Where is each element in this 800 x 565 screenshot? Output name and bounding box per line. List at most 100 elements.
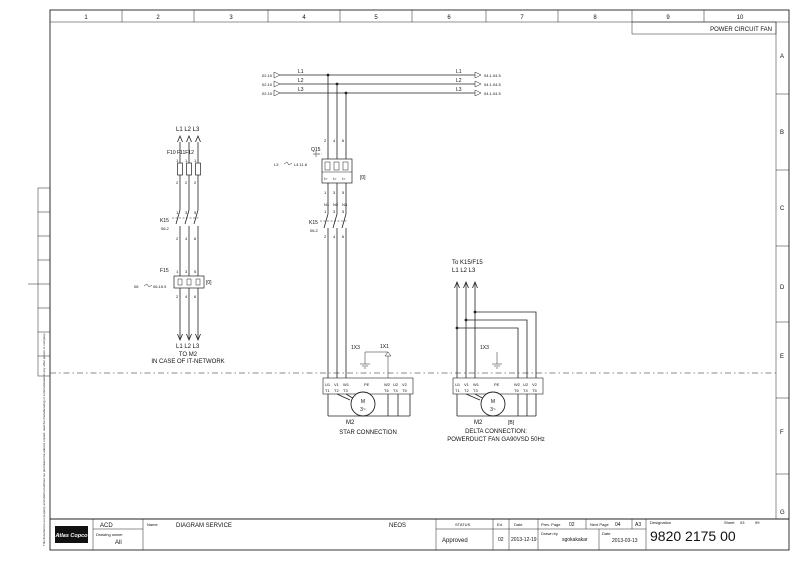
svg-text:W2: W2 [384,382,391,387]
date2-label: Date [602,531,611,536]
date2-value: 2013-03-13 [612,538,638,544]
svg-text:PE: PE [494,382,500,387]
mid-contactor-label: K15 [309,220,318,226]
mid-terminal-1: 1X3 [351,345,360,351]
ed-value: 02 [498,537,504,543]
mid-caption: STAR CONNECTION [339,430,397,436]
outer-frame [49,9,790,551]
svg-text:5: 5 [194,210,197,215]
supply-phase-out-1: L1 [456,69,462,75]
supply-ref-out-1: 04.1.04.5 [484,73,501,78]
svg-text:W2: W2 [514,382,521,387]
right-motor-phase: 3~ [490,407,496,413]
supply-phase-in-3: L3 [298,87,304,93]
supply-ref-out-3: 04.1.04.5 [484,91,501,96]
svg-text:4: 4 [185,236,188,241]
atlas-copco-logo [55,526,88,543]
svg-text:1: 1 [324,190,327,195]
supply-phase-out-2: L2 [456,78,462,84]
svg-text:2: 2 [176,294,179,299]
row-c: C [780,206,785,212]
copyright-note: This document is our property and shall … [42,333,46,546]
row-g: G [780,510,785,516]
mid-motor-symbol: M [361,399,365,405]
row-a: A [780,54,784,60]
right-mark: [B] [508,420,515,426]
breaker-ref-right: L4 11.6 [294,162,308,167]
svg-text:1: 1 [324,209,327,214]
date-label: Date [514,522,523,527]
left-relay-ref-left: 06 [134,284,139,289]
prev-page-value: 02 [569,522,575,528]
svg-text:2: 2 [194,180,197,185]
svg-text:2: 2 [176,180,179,185]
svg-text:N3: N3 [342,202,348,207]
svg-text:3: 3 [185,210,188,215]
fuse-f10 [177,162,183,176]
breaker-label: Q15 [311,147,321,153]
col-7: 7 [520,15,524,21]
col-9: 9 [666,15,670,21]
svg-text:3: 3 [333,209,336,214]
row-f: F [780,430,784,436]
svg-text:V1: V1 [464,382,470,387]
svg-text:3: 3 [185,269,188,274]
drawn-by-label: Drawn by [541,531,558,536]
row-e: E [780,354,784,360]
svg-text:4: 4 [185,294,188,299]
right-terminal: 1X3 [480,345,489,351]
left-caption-1: TO M2 [179,352,198,358]
svg-text:I>: I> [333,176,337,181]
sheet-total: 99 [755,520,760,525]
designation-value: 9820 2175 00 [650,528,736,544]
breaker-ref-left: L3 [274,162,279,167]
svg-text:1: 1 [194,158,197,163]
svg-text:2: 2 [324,138,327,143]
svg-text:1: 1 [176,210,179,215]
col-2: 2 [156,15,160,21]
svg-text:V2: V2 [532,382,538,387]
name-value: DIAGRAM SERVICE [176,523,232,529]
svg-text:T5: T5 [532,388,537,393]
title-block: Atlas Copco ACD Drawing owner All Name D… [50,518,789,550]
col-8: 8 [593,15,597,21]
svg-text:6: 6 [194,236,197,241]
supply-ref-in-1: 02.10 [262,73,273,78]
left-contactor-ref: 06.2 [161,226,170,231]
next-page-label: Next Page [590,522,609,527]
supply-ref-out-2: 04.1.04.5 [484,82,501,87]
col-6: 6 [447,15,451,21]
left-relay-mark: [0] [206,280,212,286]
row-headers: A B C D E F G [776,54,789,516]
right-caption-2: POWERDUCT FAN GA90VSD 50Hz [447,437,545,443]
right-caption-1: DELTA CONNECTION: [465,429,527,435]
row-b: B [780,130,784,136]
size-value: A3 [635,522,641,528]
svg-text:4: 4 [333,234,336,239]
column-headers: 1 2 3 4 5 6 7 8 9 10 [84,10,744,22]
col-3: 3 [229,15,233,21]
row-d: D [780,285,785,291]
next-page-value: 04 [615,522,621,528]
col-4: 4 [302,15,306,21]
drawing-owner: All [115,540,122,546]
fuse-f12 [195,162,201,176]
svg-text:1: 1 [176,158,179,163]
left-caption-2: IN CASE OF IT-NETWORK [151,359,224,365]
designation-label: Designation [650,520,671,525]
svg-text:T5: T5 [402,388,407,393]
circuit-breaker-q15 [321,158,353,184]
right-title-1: To K15/F15 [452,260,483,266]
svg-text:W1: W1 [473,382,480,387]
sheet-title-box [631,21,777,35]
drawing-owner-label: Drawing owner [96,532,123,537]
svg-text:U2: U2 [393,382,399,387]
date-value: 2013-12-19 [511,537,537,543]
svg-text:U2: U2 [523,382,529,387]
sheet-value: 03 [740,520,745,525]
company-name: Atlas Copco [54,533,88,539]
right-circuit: To K15/F15 L1 L2 L3 1X3 [B] U1 V1 W1 PE … [447,260,545,443]
left-bottom-phases: L1 L2 L3 [176,344,200,350]
